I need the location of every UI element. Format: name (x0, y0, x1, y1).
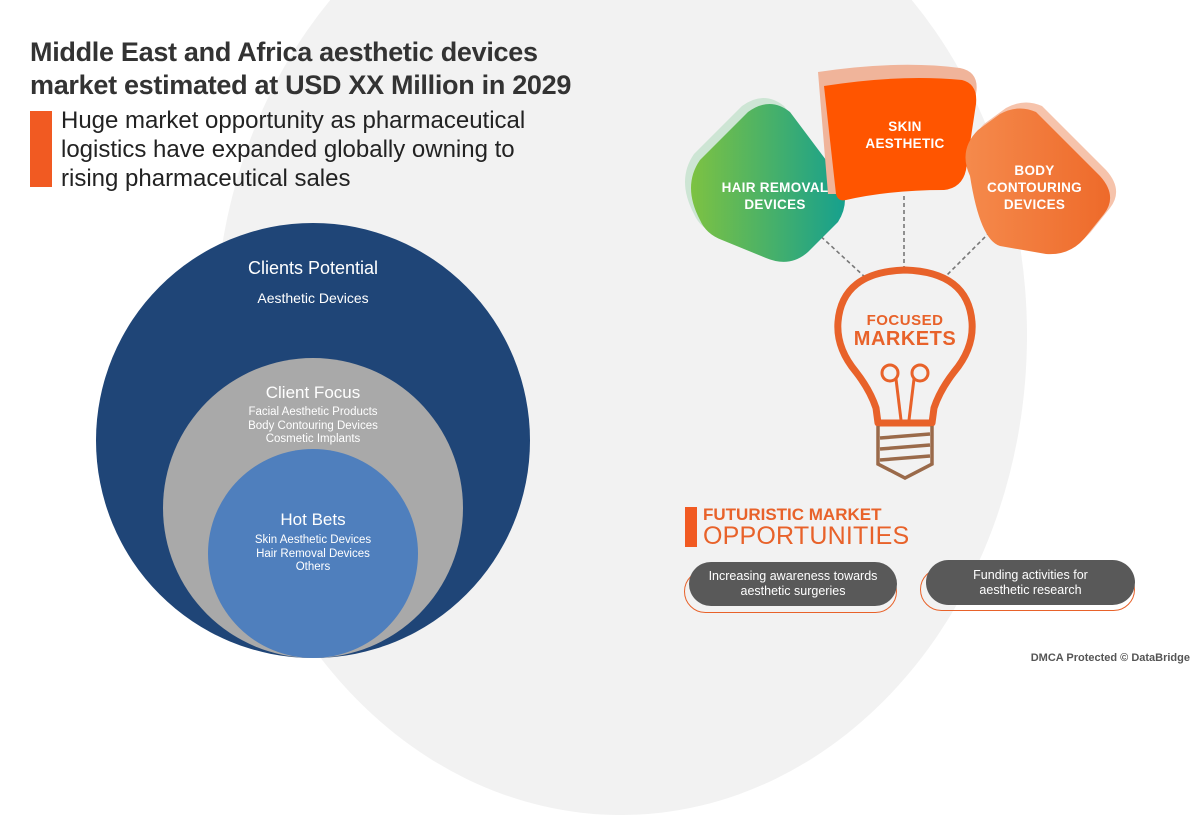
client-focus-list: Facial Aesthetic Products Body Contourin… (163, 406, 463, 447)
hair-removal-label: HAIR REMOVAL DEVICES (700, 179, 850, 213)
dmca-footer: DMCA Protected © DataBridge (1030, 652, 1190, 664)
hot-bets-item: Others (295, 561, 331, 573)
title-line-2: market estimated at USD XX Million in 20… (30, 70, 572, 100)
body-contouring-line-2: CONTOURING (986, 180, 1082, 195)
pill-text-line-2: aesthetic surgeries (740, 584, 846, 598)
subtitle-line-1: Huge market opportunity as pharmaceutica… (61, 107, 526, 134)
body-contouring-shape (965, 102, 1117, 255)
hot-bets-circle (208, 449, 418, 658)
focused-markets-graphic (685, 64, 1117, 480)
client-focus-item: Facial Aesthetic Products (248, 406, 378, 418)
subtitle-line-2: logistics have expanded globally owning … (61, 136, 515, 163)
skin-aesthetic-line-1: SKIN (888, 119, 922, 134)
skin-aesthetic-label: SKIN AESTHETIC (830, 118, 980, 152)
filament-icon (880, 363, 930, 421)
clients-potential-title: Clients Potential (247, 258, 379, 278)
skin-aesthetic-shape (818, 64, 977, 201)
body-contouring-line-1: BODY (1014, 163, 1055, 178)
connector-lines (815, 196, 991, 279)
client-focus-item: Body Contouring Devices (248, 419, 378, 432)
futuristic-accent-bar (685, 507, 697, 547)
markets-label: MARKETS (853, 328, 957, 350)
futuristic-heading-line-2: OPPORTUNITIES (703, 522, 910, 550)
title-line-1: Middle East and Africa aesthetic devices (30, 37, 538, 67)
focused-label: FOCUSED (866, 312, 944, 329)
subtitle: Huge market opportunity as pharmaceutica… (61, 106, 621, 193)
subtitle-line-3: rising pharmaceutical sales (61, 165, 351, 192)
hair-removal-line-1: HAIR REMOVAL (721, 180, 829, 195)
lightbulb-icon (834, 266, 976, 427)
hot-bets-item: Hair Removal Devices (256, 547, 370, 560)
hot-bets-item: Skin Aesthetic Devices (254, 534, 372, 546)
hot-bets-list: Skin Aesthetic Devices Hair Removal Devi… (163, 534, 463, 575)
hot-bets-title: Hot Bets (280, 510, 346, 529)
body-contouring-line-3: DEVICES (1003, 197, 1066, 212)
opportunity-pill-funding: Funding activities for aesthetic researc… (926, 560, 1135, 605)
page-title: Middle East and Africa aesthetic devices… (30, 36, 650, 102)
client-focus-title: Client Focus (265, 383, 361, 402)
subtitle-accent-bar (30, 111, 52, 187)
clients-potential-item: Aesthetic Devices (257, 290, 369, 306)
hair-removal-line-2: DEVICES (744, 197, 806, 212)
body-contouring-label: BODY CONTOURING DEVICES (962, 162, 1107, 213)
pill-text-line-1: Funding activities for (973, 567, 1088, 582)
pill-text-line-2: aesthetic research (979, 582, 1082, 597)
hair-removal-shape (685, 98, 845, 262)
skin-aesthetic-line-2: AESTHETIC (865, 136, 945, 151)
pill-text-line-1: Increasing awareness towards (708, 569, 878, 583)
futuristic-heading-line-1: FUTURISTIC MARKET (703, 505, 882, 524)
opportunity-pill-awareness: Increasing awareness towards aesthetic s… (689, 562, 897, 606)
client-focus-item: Cosmetic Implants (265, 433, 361, 445)
bulb-base-icon (876, 426, 934, 480)
